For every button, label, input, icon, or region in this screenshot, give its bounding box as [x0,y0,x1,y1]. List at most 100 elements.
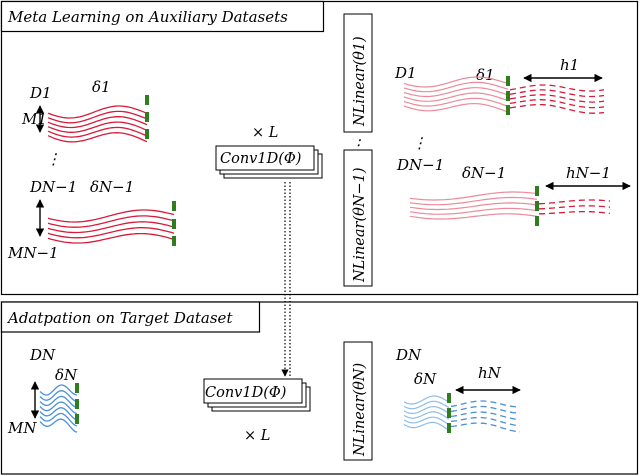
wave-line [403,421,450,431]
conv1d-stack-top: × L Conv1D(Φ) [215,125,323,179]
conv1d-stack-bottom: Conv1D(Φ) × L [203,378,311,444]
wave-line [47,221,175,234]
time-series-lines-dn [39,384,78,433]
wave-line [403,76,509,88]
wave-line [403,102,509,113]
wave-line [409,196,538,206]
adaptation-panel [0,301,639,475]
label-deltan: δN [55,366,78,384]
meta-learning-title-box [0,0,325,33]
series-group-d1: D1 M1 δ1 [21,78,149,143]
time-series-lines-d1 [47,105,148,143]
label-delta1-right: δ1 [476,66,495,84]
wave-line [403,81,509,93]
nlinear-thetan-label: NLinear(θN) [352,363,368,457]
output-group-dn: DN δN hN [395,346,521,433]
label-m1: M1 [21,110,47,128]
wave-line [450,422,521,433]
wave-line [538,199,611,205]
wave-line [403,87,509,98]
wave-line [47,132,148,143]
nlinear-theta1-label: NLinear(θ1) [352,36,368,127]
wave-line [539,205,611,210]
wave-line [509,84,605,92]
wave-line [403,395,450,405]
wave-line [409,207,538,215]
nlinear-thetan1-label: NLinear(θN−1) [352,167,368,283]
vertical-ellipsis-left: ⋮ [46,150,61,168]
vertical-ellipsis-right: ⋮ [412,134,427,152]
wave-line [47,215,175,228]
wave-line [403,406,450,414]
adaptation-title: Adatpation on Target Dataset [6,309,233,327]
wave-line [409,191,538,201]
meta-learning-panel [0,0,639,296]
label-dn1: DN−1 [29,178,77,196]
conv-top-label: Conv1D(Φ) [220,151,301,167]
wave-line [47,209,175,223]
wave-line [39,407,78,421]
series-group-dn: DN δN MN [7,346,79,437]
nlinear-thetan-box: NLinear(θN) [343,341,373,461]
wave-line [450,411,521,421]
output-group-d1: D1 δ1 h1 [394,56,605,115]
label-hn: hN [478,364,502,382]
wave-line [47,126,148,138]
wave-line [509,94,605,103]
label-hn1: hN−1 [566,164,611,182]
wave-line [509,99,605,109]
wave-line [39,412,78,427]
forecast-lines-hn [450,400,521,433]
series-group-dn1: DN−1 δN−1 MN−1 [7,178,176,262]
wave-line [403,97,509,107]
label-d1-right: D1 [394,64,417,82]
label-mn: MN [7,419,37,437]
wave-line [39,418,78,433]
wave-line [450,400,520,408]
forecast-lines-h1 [509,84,605,114]
wave-line [403,416,450,426]
wave-line [39,401,78,415]
label-deltan1-right: δN−1 [462,164,506,182]
wave-line [509,103,605,114]
wave-line [539,210,611,215]
meta-learning-title: Meta Learning on Auxiliary Datasets [7,8,288,26]
nlinear-thetan1-box: NLinear(θN−1) [343,149,373,287]
wave-line [47,116,148,129]
wave-line [403,411,450,420]
label-deltan-right: δN [414,370,437,388]
label-h1: h1 [560,56,579,74]
label-delta1: δ1 [92,78,111,96]
wave-line [39,384,78,396]
time-series-lines-d1-right [403,76,509,113]
conv-bottom-repeat: × L [244,428,270,444]
wave-line [47,232,175,244]
wave-line [47,105,148,119]
label-mn1: MN−1 [7,244,59,262]
conv-top-repeat: × L [252,125,278,141]
label-dn: DN [29,346,56,364]
label-dn-right: DN [395,346,422,364]
wave-line [509,89,605,98]
wave-line [39,390,78,402]
conv-bottom-label: Conv1D(Φ) [205,385,286,401]
output-group-dn1: DN−1 δN−1 hN−1 [396,156,631,226]
label-dn1-right: DN−1 [396,156,444,174]
time-series-lines-dn1 [47,209,175,244]
forecast-lines-hn1 [538,199,611,215]
wave-line [409,202,538,211]
wave-line [47,110,148,124]
wave-line [403,400,450,410]
wave-line [39,395,78,409]
wave-line [47,227,175,239]
wave-line [450,416,521,427]
wave-line [450,405,521,414]
wave-line [409,213,538,220]
adaptation-title-box [0,301,261,333]
label-d1: D1 [29,84,52,102]
time-series-lines-dn1-right [409,191,538,220]
label-deltan1: δN−1 [90,178,134,196]
wave-line [47,121,148,133]
time-series-lines-dn-right [403,395,450,431]
